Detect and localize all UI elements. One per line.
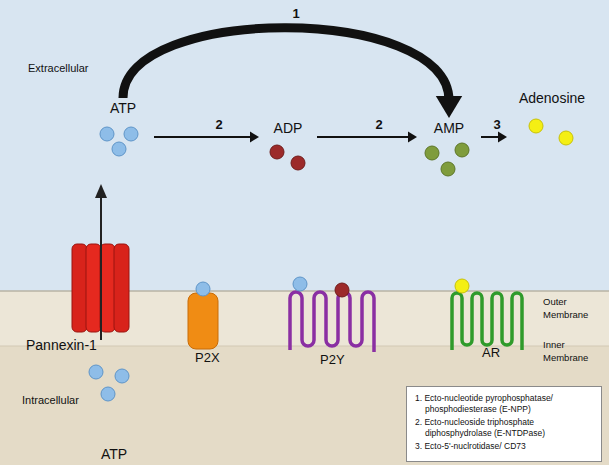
receptor-label: P2X: [195, 350, 220, 365]
molecule-name: ATP: [110, 100, 136, 116]
membrane-label: Outer Membrane: [543, 295, 605, 321]
molecule-dot: [291, 156, 305, 170]
enzyme-note: 1. Ecto-nucleotide pyrophosphatase/ phos…: [415, 393, 595, 414]
p2x-receptor: [188, 282, 218, 349]
arrow-line: [481, 136, 500, 138]
membrane-label: Inner Membrane: [543, 338, 605, 364]
molecule-group: ATP: [86, 362, 142, 462]
molecule-group: ATP: [95, 100, 151, 156]
molecule-group: Adenosine: [510, 90, 594, 146]
arrow-head: [436, 96, 462, 118]
intracellular-space: [0, 346, 609, 465]
molecule-name: ADP: [274, 120, 303, 136]
molecule-dot: [112, 142, 126, 156]
molecule-dot: [124, 127, 138, 141]
molecule-dot: [559, 131, 573, 145]
molecule-dot: [425, 146, 439, 160]
molecule-group: ADP: [262, 120, 314, 172]
molecule-name: AMP: [434, 120, 464, 136]
molecule-name: Adenosine: [519, 90, 585, 106]
arrow-line: [123, 28, 449, 101]
molecule-dot: [455, 143, 469, 157]
arrow-head: [498, 132, 507, 143]
enzyme-note: 3. Ecto-5'-nuclrotidase/ CD73: [415, 441, 526, 452]
enzyme-number: 1: [292, 6, 299, 21]
reaction-arrow: [317, 132, 417, 143]
receptor-label: P2Y: [320, 352, 345, 367]
arrow-head: [250, 132, 259, 143]
enzyme-number: 2: [375, 117, 382, 132]
molecule-name: ATP: [101, 446, 127, 462]
molecule-dot: [529, 119, 543, 133]
region-label: Intracellular: [22, 394, 79, 406]
enzyme-number: 2: [215, 117, 222, 132]
arrow-line: [317, 136, 410, 138]
molecule-dot: [100, 127, 114, 141]
molecule-dot: [441, 162, 455, 176]
region-label: Extracellular: [28, 62, 89, 74]
adenosine-receptor: [452, 279, 522, 350]
reaction-arrow: [154, 132, 259, 143]
enzyme-number: 3: [493, 117, 500, 132]
channel-label: Pannexin-1: [26, 337, 97, 353]
molecule-dot: [89, 365, 103, 379]
arrow-line: [154, 136, 252, 138]
reaction-arrow: [123, 28, 462, 118]
p2y-receptor: [290, 277, 374, 352]
reaction-arrow: [481, 132, 507, 143]
enzyme-note: 2. Ecto-nucleoside triphosphate diphosph…: [415, 417, 595, 438]
receptor-label: AR: [482, 345, 500, 360]
molecule-dot: [115, 369, 129, 383]
arrow-head: [408, 132, 417, 143]
molecule-dot: [101, 387, 115, 401]
legend-box: 1. Ecto-nucleotide pyrophosphatase/ phos…: [406, 386, 602, 462]
pannexin-channel: [72, 184, 129, 340]
molecule-group: AMP: [420, 120, 478, 176]
molecule-dot: [270, 145, 284, 159]
